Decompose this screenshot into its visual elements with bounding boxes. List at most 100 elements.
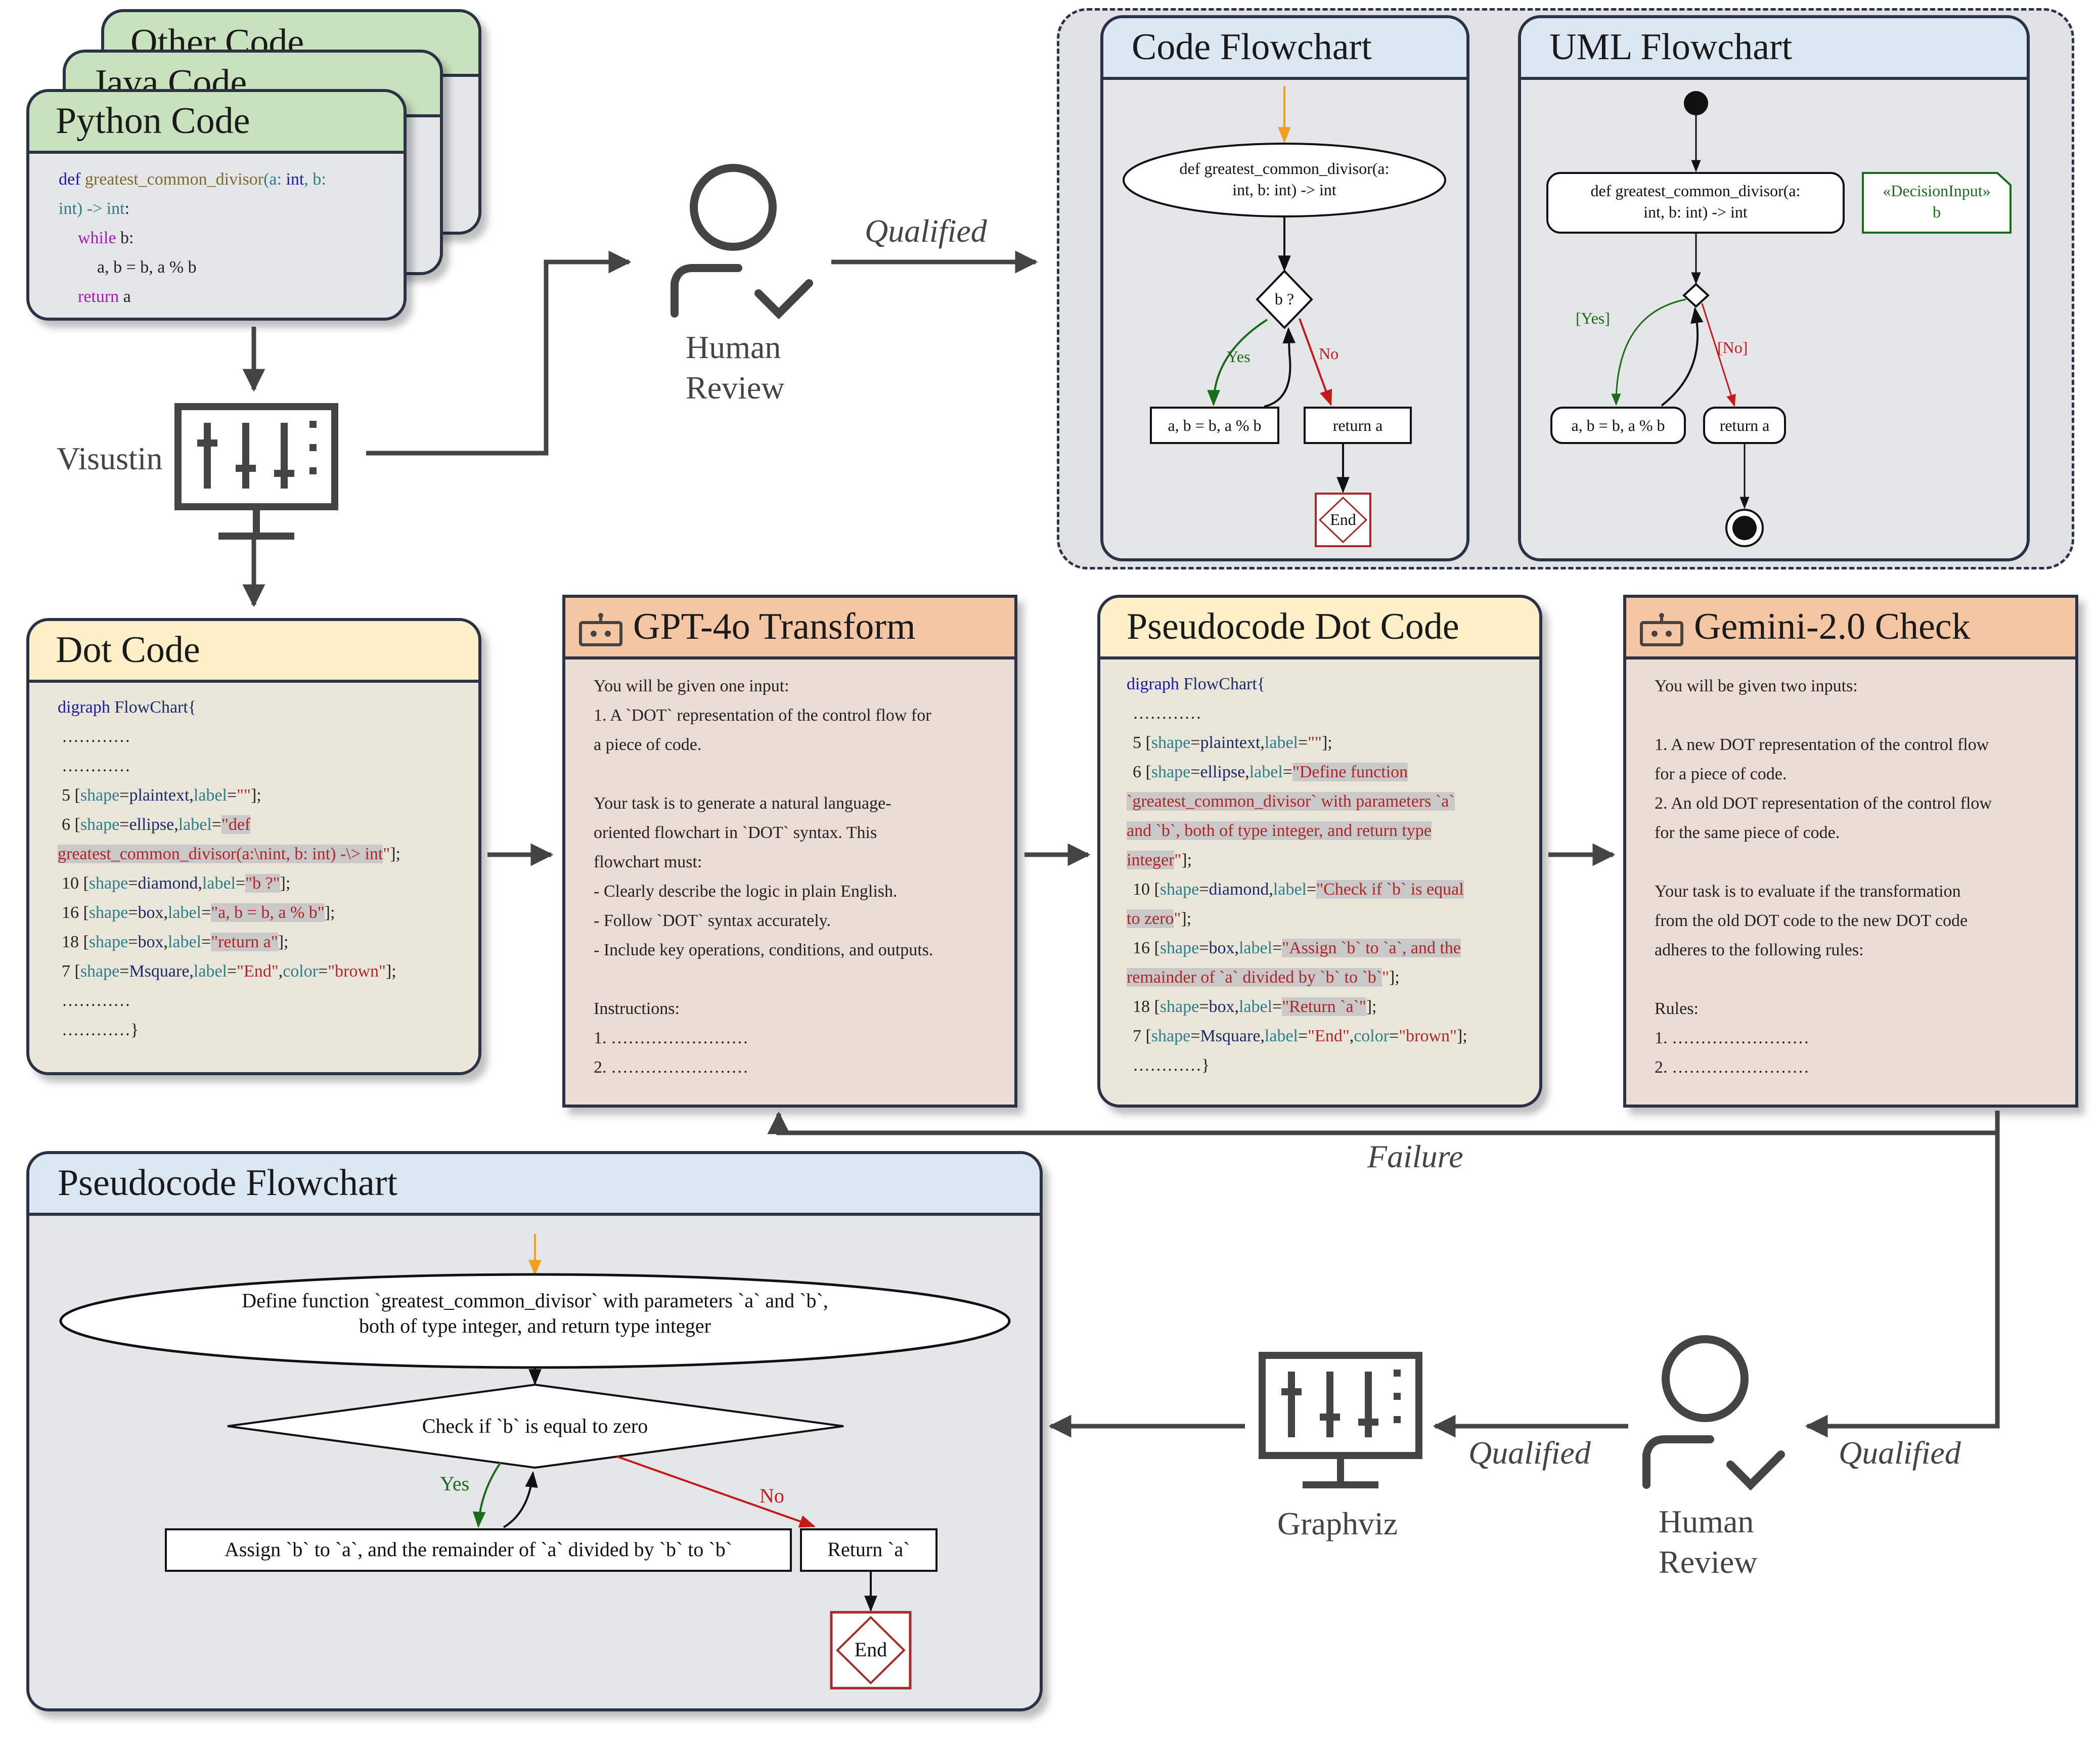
- python-line-2: int) -> int:: [59, 199, 130, 218]
- pdot-line-18: 18 [shape=box,label="Return `a`"];: [1133, 997, 1377, 1016]
- code-flowchart-diagram: [1123, 86, 1446, 547]
- pdot-line-6c: and `b`, both of type integer, and retur…: [1127, 821, 1432, 840]
- arrow-gemini-to-review-bottom: [1805, 1133, 2000, 1438]
- gpt-prompt-line: 1. A `DOT` representation of the control…: [594, 706, 931, 725]
- visustin-monitor-icon: [174, 403, 338, 540]
- dot-code-title: Dot Code: [29, 621, 478, 683]
- gemini-check-title-text: Gemini-2.0 Check: [1694, 606, 1971, 647]
- uml-fc-note-line1: «DecisionInput»: [1883, 182, 1991, 200]
- pdot-line-10a: 10 [shape=diamond,label="Check if `b` is…: [1133, 880, 1464, 899]
- pdot-line-10b: to zero"];: [1127, 909, 1192, 928]
- gemini-prompt-line: adheres to the following rules:: [1655, 941, 1864, 959]
- graphviz-label: Graphviz: [1277, 1506, 1398, 1541]
- pdot-line-16a: 16 [shape=box,label="Assign `b` to `a`, …: [1133, 939, 1461, 957]
- gpt-prompt-line: Your task is to generate a natural langu…: [594, 794, 891, 813]
- uml-flowchart-title: UML Flowchart: [1521, 18, 2027, 80]
- uml-flowchart-body: [1521, 80, 2027, 558]
- pseudo-dot-title: Pseudocode Dot Code: [1100, 598, 1539, 659]
- gpt-transform-title: GPT-4o Transform: [565, 598, 1014, 659]
- dot-line-10: 10 [shape=diamond,label="b ?"];: [62, 874, 291, 893]
- gemini-prompt-line: Rules:: [1655, 999, 1699, 1018]
- dot-code-body: digraph FlowChart{ ………… ………… 5 [shape=pl…: [29, 683, 478, 1072]
- dot-line-6b: greatest_common_divisor(a:\nint, b: int)…: [58, 845, 401, 863]
- uml-flowchart-diagram: [1546, 91, 2012, 547]
- gemini-prompt-line: for a piece of code.: [1655, 765, 1787, 783]
- pseudo-flowchart-diagram: [59, 1234, 1011, 1690]
- code-fc-decision: b ?: [1274, 290, 1294, 308]
- human-review-top-line2: Review: [686, 370, 785, 406]
- pdot-line-dots-end: …………}: [1133, 1056, 1210, 1075]
- gpt-transform-card: GPT-4o Transform You will be given one i…: [562, 595, 1017, 1108]
- failure-label: Failure: [1367, 1138, 1463, 1174]
- pseudo-fc-start-line1: Define function `greatest_common_divisor…: [242, 1289, 828, 1312]
- uml-fc-note-line2: b: [1933, 203, 1941, 221]
- human-review-bottom-line1: Human: [1659, 1504, 1754, 1539]
- pseudo-dot-body: digraph FlowChart{ ………… 5 [shape=plainte…: [1100, 659, 1539, 1105]
- code-fc-start-line1: def greatest_common_divisor(a:: [1179, 159, 1390, 178]
- uml-fc-action-line2: int, b: int) -> int: [1643, 203, 1748, 221]
- gpt-prompt-line: You will be given one input:: [594, 677, 789, 695]
- pseudo-fc-start-line2: both of type integer, and return type in…: [359, 1314, 711, 1337]
- gemini-prompt-line: 2. An old DOT representation of the cont…: [1655, 794, 1992, 813]
- human-review-bottom-line2: Review: [1659, 1544, 1758, 1580]
- gemini-prompt-line: 1. ……………………: [1655, 1029, 1809, 1047]
- gpt-prompt-line: - Include key operations, conditions, an…: [594, 941, 933, 959]
- gpt-prompt-line: a piece of code.: [594, 735, 702, 754]
- uml-fc-action-line1: def greatest_common_divisor(a:: [1590, 182, 1801, 200]
- pdot-line-6b: `greatest_common_divisor` with parameter…: [1127, 792, 1455, 811]
- gpt-prompt-line: - Follow `DOT` syntax accurately.: [594, 911, 831, 930]
- dot-line-dots-3: …………: [62, 991, 130, 1010]
- dot-line-6a: 6 [shape=ellipse,label="def: [62, 815, 251, 834]
- uml-fc-no: [No]: [1717, 338, 1748, 357]
- python-code-card: Python Code def greatest_common_divisor(…: [26, 89, 407, 321]
- gpt-prompt-line: - Clearly describe the logic in plain En…: [594, 882, 898, 901]
- pdot-line-5: 5 [shape=plaintext,label=""];: [1133, 733, 1332, 752]
- gpt-transform-title-text: GPT-4o Transform: [633, 606, 916, 647]
- pdot-line-digraph: digraph FlowChart{: [1127, 675, 1266, 693]
- code-fc-end: End: [1330, 510, 1356, 528]
- code-fc-loop-box: a, b = b, a % b: [1168, 416, 1262, 434]
- dot-line-dots-end: …………}: [62, 1021, 139, 1039]
- visustin-label: Visustin: [57, 440, 163, 476]
- dot-line-18: 18 [shape=box,label="return a"];: [62, 933, 289, 951]
- gemini-prompt-line: Your task is to evaluate if the transfor…: [1655, 882, 1961, 901]
- pseudo-dot-card: Pseudocode Dot Code digraph FlowChart{ ……: [1097, 595, 1542, 1108]
- code-fc-yes: Yes: [1227, 347, 1251, 366]
- gemini-prompt-line: You will be given two inputs:: [1655, 677, 1858, 695]
- arrow-visustin-to-review: [366, 250, 632, 456]
- pdot-line-6d: integer"];: [1127, 851, 1192, 869]
- gpt-transform-body: You will be given one input: 1. A `DOT` r…: [565, 659, 1014, 1105]
- dot-line-dots-2: …………: [62, 757, 130, 775]
- pseudo-fc-yes: Yes: [440, 1472, 470, 1495]
- dot-line-5: 5 [shape=plaintext,label=""];: [62, 786, 261, 805]
- gemini-prompt-line: 2. ……………………: [1655, 1058, 1809, 1077]
- pdot-line-7: 7 [shape=Msquare,label="End",color="brow…: [1133, 1027, 1467, 1045]
- qualified-bottom-left-label: Qualified: [1468, 1435, 1591, 1471]
- code-fc-start-line2: int, b: int) -> int: [1232, 181, 1336, 199]
- graphviz-monitor-icon: [1259, 1352, 1422, 1488]
- gpt-prompt-line: Instructions:: [594, 999, 680, 1018]
- pseudo-fc-loop-box: Assign `b` to `a`, and the remainder of …: [224, 1538, 733, 1561]
- uml-fc-loop-box: a, b = b, a % b: [1571, 416, 1665, 434]
- python-line-3: while b:: [78, 229, 134, 247]
- pdot-line-6a: 6 [shape=ellipse,label="Define function: [1133, 763, 1408, 781]
- gpt-prompt-line: 1. ……………………: [594, 1029, 748, 1047]
- code-flowchart-title: Code Flowchart: [1103, 18, 1466, 80]
- python-line-4: a, b = b, a % b: [97, 258, 197, 277]
- pseudo-fc-return-box: Return `a`: [827, 1538, 910, 1561]
- python-code-body: def greatest_common_divisor(a: int, b: i…: [29, 154, 404, 318]
- gpt-prompt-line: flowchart must:: [594, 853, 702, 871]
- uml-fc-yes: [Yes]: [1576, 309, 1610, 327]
- uml-fc-return-box: return a: [1719, 416, 1770, 434]
- gemini-check-title: Gemini-2.0 Check: [1626, 598, 2075, 659]
- gemini-prompt-line: for the same piece of code.: [1655, 823, 1840, 842]
- robot-icon: [1640, 613, 1683, 647]
- dot-line-16: 16 [shape=box,label="a, b = b, a % b"];: [62, 903, 335, 922]
- gemini-check-card: Gemini-2.0 Check You will be given two i…: [1623, 595, 2078, 1108]
- code-fc-return-box: return a: [1332, 416, 1383, 434]
- pseudo-fc-no: No: [760, 1484, 784, 1507]
- human-review-top-line1: Human: [686, 329, 781, 365]
- gemini-prompt-line: from the old DOT code to the new DOT cod…: [1655, 911, 1968, 930]
- qualified-top-label: Qualified: [865, 213, 987, 249]
